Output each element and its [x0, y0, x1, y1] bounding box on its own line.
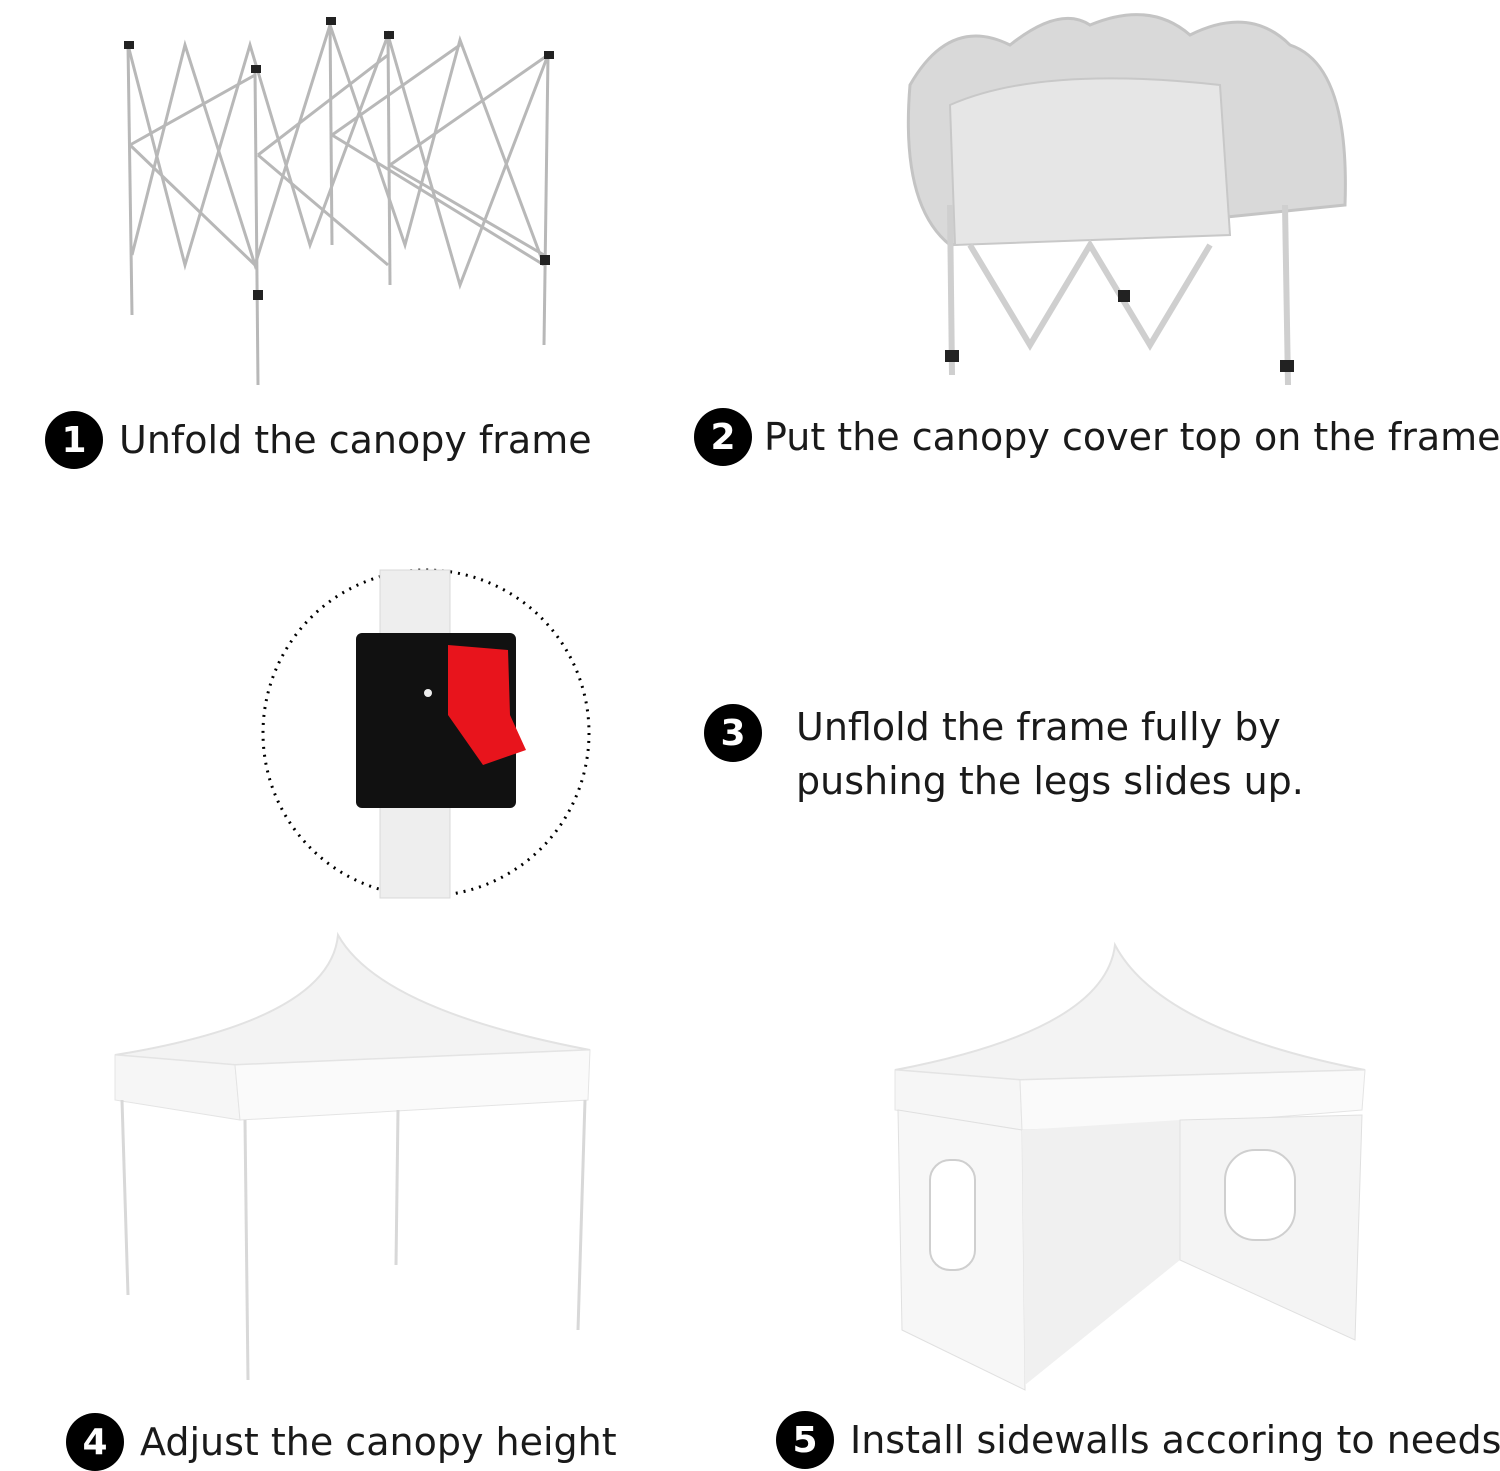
- step-5: 5 Install sidewalls accoring to needs: [776, 1411, 1500, 1469]
- step-4-badge: 4: [66, 1413, 124, 1471]
- step-3: 3 Unflold the frame fully by pushing the…: [704, 704, 1304, 808]
- step-4-text: Adjust the canopy height: [140, 1420, 617, 1464]
- step-2: 2 Put the canopy cover top on the frame: [694, 408, 1500, 466]
- step-1-text: Unfold the canopy frame: [119, 418, 592, 462]
- canopy-frame-illustration: [124, 17, 554, 386]
- step-3-text-line1: Unflold the frame fully by: [796, 705, 1281, 749]
- step-3-badge: 3: [704, 704, 762, 762]
- leg-latch-illustration: [261, 568, 591, 899]
- step-2-badge: 2: [694, 408, 752, 466]
- step-2-text: Put the canopy cover top on the frame: [764, 415, 1500, 459]
- step-3-text-line2: pushing the legs slides up.: [796, 759, 1304, 803]
- tent-with-sidewalls-illustration: [894, 941, 1366, 1391]
- step-5-text: Install sidewalls accoring to needs: [850, 1418, 1500, 1462]
- canopy-tent-illustration: [114, 931, 591, 1381]
- canopy-cover-illustration: [906, 13, 1347, 386]
- step-1-badge: 1: [45, 411, 103, 469]
- step-4: 4 Adjust the canopy height: [66, 1413, 617, 1471]
- step-1: 1 Unfold the canopy frame: [45, 411, 592, 469]
- step-5-badge: 5: [776, 1411, 834, 1469]
